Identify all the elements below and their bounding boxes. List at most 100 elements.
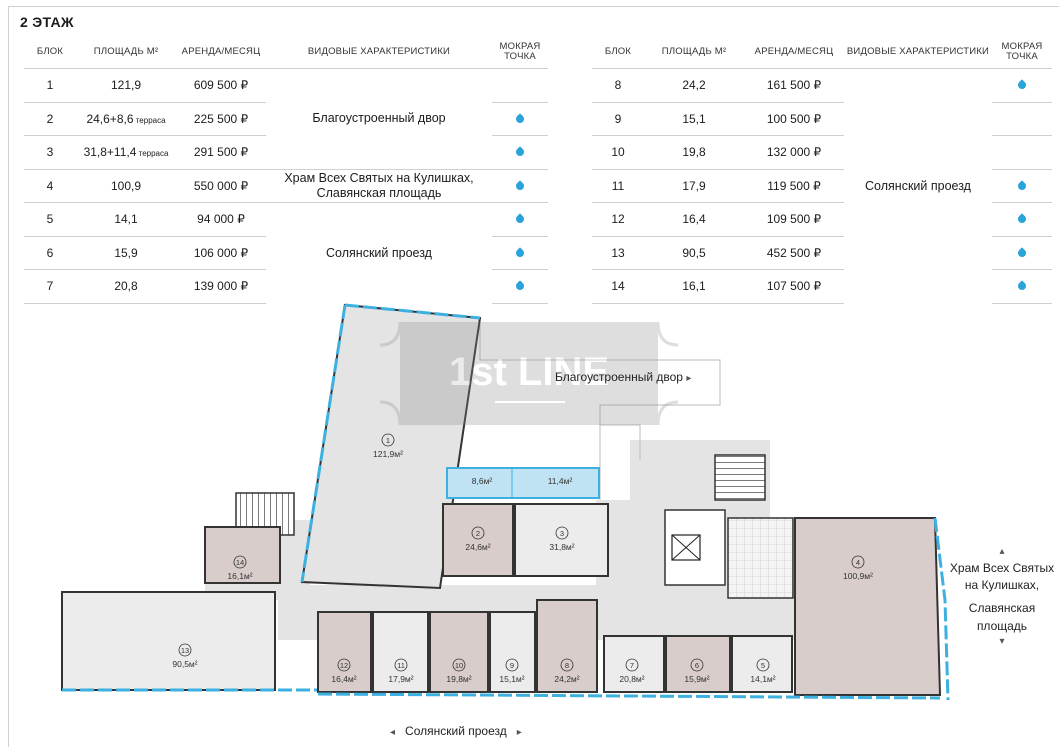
col-view: ВИДОВЫЕ ХАРАКТЕРИСТИКИ [307,45,451,57]
unit-number: 3 [560,529,564,538]
unit-number: 11 [397,661,405,670]
terrace-note: терраса [133,115,166,125]
unit-number-circle [555,526,569,540]
col-block: БЛОК [604,45,632,57]
area-cell: 24,6+8,6 терраса [76,101,176,136]
unit-area-label: 16,1м² [227,571,252,581]
wet-point-cell [992,135,1052,169]
unit-number: 12 [340,661,348,670]
units-table-left: БЛОК ПЛОЩАДЬ М² АРЕНДА/МЕСЯЦ ВИДОВЫЕ ХАР… [24,36,548,304]
unit-number-circle [233,555,247,569]
view-cell: Благоустроенный двор [266,68,492,169]
wet-point-cell [992,168,1052,203]
col-area: ПЛОЩАДЬ М² [93,45,159,57]
block-cell: 11 [592,168,644,203]
watermark-logo: 1st LINE [379,321,679,426]
unit-number: 6 [695,661,699,670]
unit-labels: 1121,9м²224,6м²331,8м²4100,9м²514,1м²615… [172,433,873,684]
area-cell: 121,9 [76,68,176,102]
courtyard-label: Благоустроенный двор ▸ [555,370,692,384]
unit-5[interactable] [731,635,793,693]
unit-number-circle [851,555,865,569]
unit-number: 7 [630,661,634,670]
block-cell: 10 [592,135,644,169]
unit-number-circle [560,658,574,672]
floor-title: 2 ЭТАЖ [20,14,74,30]
unit-number: 4 [856,558,860,567]
unit-area-label: 24,2м² [554,674,579,684]
unit-number: 9 [510,661,514,670]
area-cell: 15,9 [76,235,176,270]
block-cell: 9 [592,101,644,136]
unit-area-label: 19,8м² [446,674,471,684]
unit-6[interactable] [665,635,731,693]
wet-point-cell [492,235,548,270]
block-cell: 3 [24,135,76,169]
area-cell: 16,1 [644,269,744,304]
view-cell: Храм Всех Святых на Кулишках, Славянская… [266,168,492,203]
unit-7[interactable] [603,635,665,693]
rent-cell: 225 500 ₽ [176,101,266,136]
rent-cell: 291 500 ₽ [176,135,266,169]
rent-cell: 109 500 ₽ [744,202,844,236]
unit-number: 8 [565,661,569,670]
col-rent: АРЕНДА/МЕСЯЦ [181,45,261,57]
unit-2[interactable] [442,503,514,577]
block-cell: 7 [24,269,76,304]
unit-number-circle [756,658,770,672]
rent-cell: 550 000 ₽ [176,168,266,203]
terrace-note: терраса [136,149,169,159]
unit-12[interactable] [317,611,372,693]
unit-11[interactable] [372,611,429,693]
unit-13[interactable] [61,591,318,692]
area-cell: 14,1 [76,202,176,236]
church-label: ▴ Храм Всех Святых на Кулишках, Славянск… [949,546,1055,648]
unit-1[interactable] [300,303,482,590]
wet-point-cell [992,235,1052,270]
block-cell: 8 [592,68,644,102]
unit-number-circle [337,658,351,672]
unit-area-label: 90,5м² [172,659,197,669]
unit-area-label: 15,9м² [684,674,709,684]
unit-number: 5 [761,661,765,670]
upper-stairs [714,454,766,501]
rent-cell: 119 500 ₽ [744,168,844,203]
block-cell: 14 [592,269,644,304]
courtyard-outline [479,318,721,500]
svg-text:1st LINE: 1st LINE [449,350,609,394]
unit-number-circle [505,658,519,672]
unit-8[interactable] [536,599,598,693]
unit-14[interactable] [204,526,281,584]
unit-number-circle [178,643,192,657]
rent-cell: 106 000 ₽ [176,235,266,270]
unit-9[interactable] [489,611,536,693]
wet-point-cell [492,269,548,304]
unit-10[interactable] [429,611,489,693]
unit-4[interactable] [794,517,950,701]
block-cell: 5 [24,202,76,236]
view-cell: Солянский проезд [266,202,492,303]
unit-area-label: 14,1м² [750,674,775,684]
block-cell: 12 [592,202,644,236]
unit-area-label: 100,9м² [843,571,873,581]
rent-cell: 107 500 ₽ [744,269,844,304]
area-cell: 100,9 [76,168,176,203]
unit-number: 14 [236,558,244,567]
unit-area-label: 24,6м² [465,542,490,552]
unit-number: 2 [476,529,480,538]
unit-area-label: 15,1м² [499,674,524,684]
view-cell: Солянский проезд [844,68,992,303]
rent-cell: 452 500 ₽ [744,235,844,270]
unit-area-label: 121,9м² [373,449,403,459]
rent-cell: 100 500 ₽ [744,101,844,136]
unit-3[interactable] [514,503,609,577]
unit-number-circle [452,658,466,672]
area-cell: 17,9 [644,168,744,203]
wet-point-cell [492,135,548,169]
